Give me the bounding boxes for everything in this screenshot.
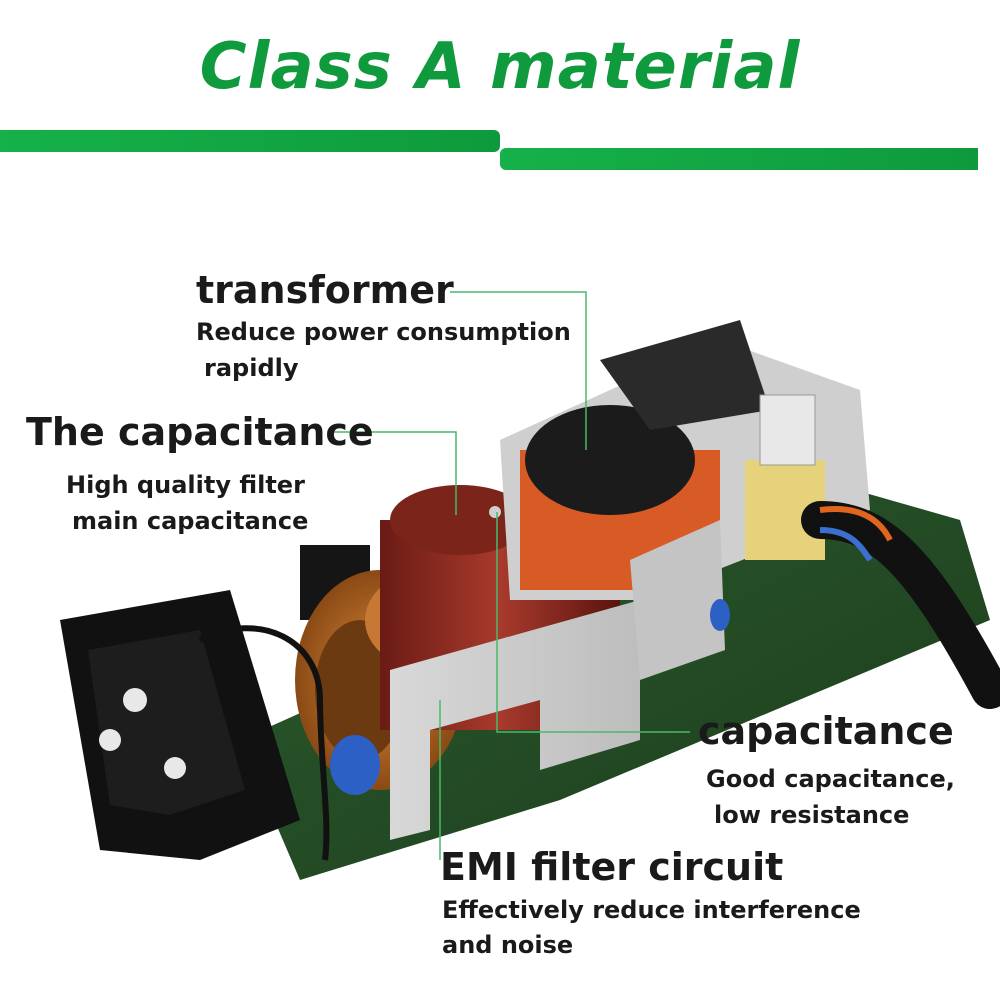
capacitance-main-desc-1: High quality filter: [66, 471, 305, 499]
capacitance-small-leader: [496, 512, 690, 733]
heatsink-shield: [390, 520, 725, 840]
emi-desc-2: and noise: [442, 931, 574, 959]
emi-heading: EMI filter circuit: [440, 845, 784, 889]
capacitance-main-desc-2: main capacitance: [72, 507, 309, 535]
capacitance-small-heading: capacitance: [698, 709, 954, 753]
transformer-leader: [450, 291, 587, 450]
leader-lines: [330, 291, 690, 860]
green-bar-left: [0, 130, 500, 152]
capacitance-small-desc-2: low resistance: [714, 801, 910, 829]
transformer-desc-1: Reduce power consumption: [196, 318, 571, 346]
transformer-heading: transformer: [196, 268, 454, 312]
capacitance-small-desc-1: Good capacitance,: [706, 765, 955, 793]
emi-desc-1: Effectively reduce interference: [442, 896, 861, 924]
page-title: Class A material: [199, 30, 801, 104]
transformer-desc-2: rapidly: [204, 354, 299, 382]
capacitance-main-leader: [330, 431, 457, 515]
green-bar-right: [500, 148, 978, 170]
ac-socket: [60, 590, 300, 860]
capacitance-main-heading: The capacitance: [26, 410, 374, 454]
